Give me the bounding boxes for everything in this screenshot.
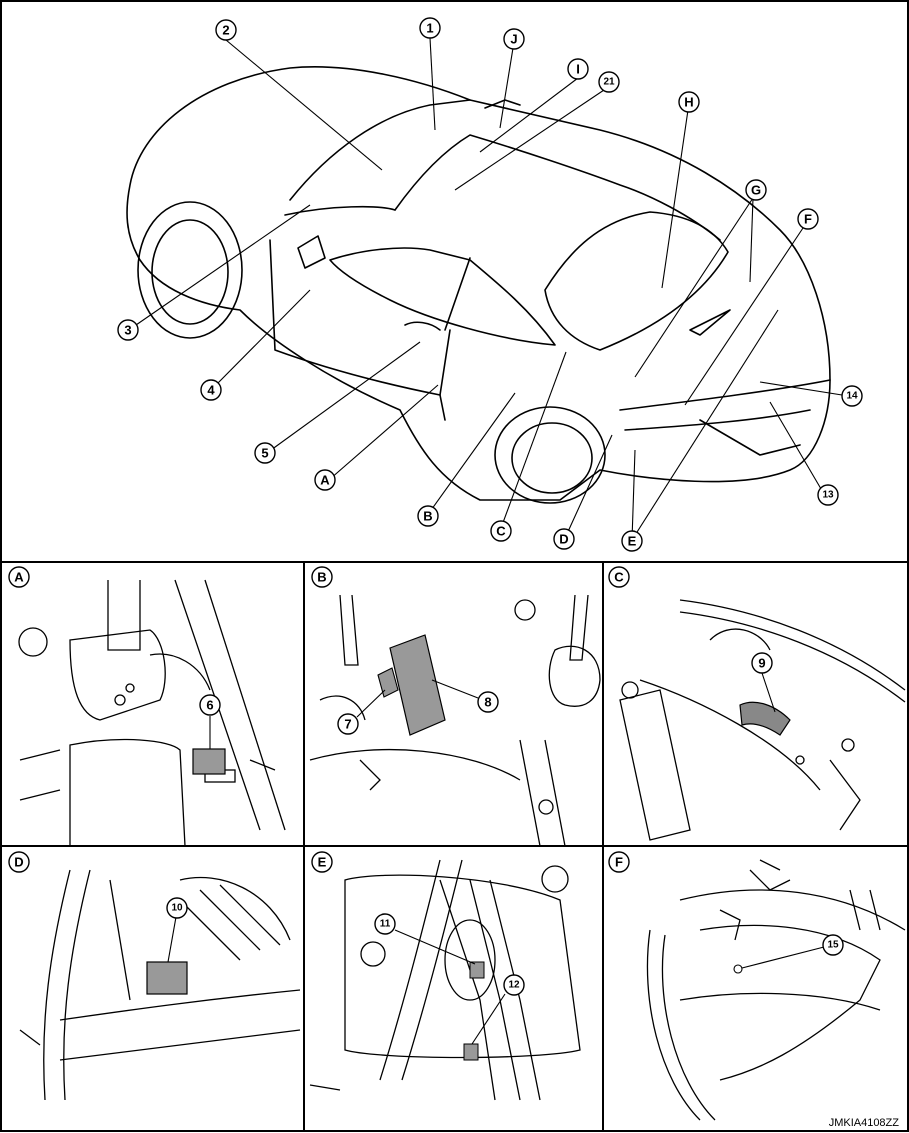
callout-G: G [745, 179, 767, 201]
svg-text:15: 15 [827, 940, 839, 951]
callout-9: 9 [751, 652, 773, 674]
svg-text:7: 7 [344, 717, 351, 732]
svg-text:H: H [684, 95, 693, 110]
svg-text:E: E [628, 534, 637, 549]
panel-d-letter: D [8, 851, 30, 873]
callout-4: 4 [200, 379, 222, 401]
panel-c-letter: C [608, 566, 630, 588]
svg-text:9: 9 [758, 656, 765, 671]
svg-text:12: 12 [508, 980, 520, 991]
panel-b-letter: B [311, 566, 333, 588]
svg-text:3: 3 [124, 323, 131, 338]
callout-13: 13 [817, 484, 839, 506]
svg-text:F: F [804, 212, 812, 227]
callout-12: 12 [503, 974, 525, 996]
callout-10: 10 [166, 897, 188, 919]
callout-7: 7 [337, 713, 359, 735]
svg-text:B: B [423, 509, 432, 524]
panel-d: D 10 [8, 851, 301, 1101]
callout-8: 8 [477, 691, 499, 713]
figure-id: JMKIA4108ZZ [828, 1117, 899, 1129]
callout-15: 15 [822, 934, 844, 956]
callout-E: E [621, 530, 643, 552]
callout-5: 5 [254, 442, 276, 464]
callout-11: 11 [374, 913, 396, 935]
callout-B: B [417, 505, 439, 527]
panel-f-connector-15 [733, 964, 743, 974]
svg-text:8: 8 [484, 695, 491, 710]
callout-14: 14 [841, 385, 863, 407]
panel-c-sensor-9 [739, 701, 791, 736]
main-leader-lines [135, 37, 843, 541]
callout-J: J [503, 28, 525, 50]
callout-A: A [314, 469, 336, 491]
svg-text:11: 11 [380, 919, 391, 930]
callout-3: 3 [117, 319, 139, 341]
panel-e: E 11 12 [309, 851, 581, 1101]
panel-a: A 6 [8, 566, 286, 847]
callout-I: I [567, 58, 589, 80]
svg-text:C: C [496, 524, 506, 539]
svg-text:D: D [559, 532, 568, 547]
callout-2: 2 [215, 19, 237, 41]
svg-text:J: J [510, 32, 517, 47]
svg-text:B: B [317, 570, 326, 585]
svg-text:A: A [320, 473, 330, 488]
callout-21: 21 [598, 71, 620, 93]
svg-text:14: 14 [846, 391, 858, 402]
panel-e-letter: E [311, 851, 333, 873]
panel-b-ecu-8 [389, 634, 446, 736]
callout-D: D [553, 528, 575, 550]
svg-text:G: G [751, 183, 761, 198]
callout-6: 6 [199, 694, 221, 716]
panel-f-letter: F [608, 851, 630, 873]
callout-H: H [678, 91, 700, 113]
svg-text:F: F [615, 855, 623, 870]
panel-b: B 7 8 [309, 566, 601, 847]
panel-c: C 9 [608, 566, 906, 841]
svg-text:21: 21 [603, 77, 615, 88]
callout-1: 1 [419, 17, 441, 39]
svg-text:6: 6 [206, 698, 213, 713]
car-illustration [126, 66, 831, 504]
panel-a-letter: A [8, 566, 30, 588]
svg-text:E: E [318, 855, 327, 870]
svg-text:10: 10 [171, 903, 183, 914]
svg-text:I: I [576, 62, 580, 77]
panel-e-connector-11 [469, 961, 485, 979]
svg-text:2: 2 [222, 23, 229, 38]
svg-text:4: 4 [207, 383, 215, 398]
svg-text:D: D [14, 855, 23, 870]
svg-text:A: A [14, 570, 24, 585]
panel-e-connector-12 [463, 1043, 479, 1061]
panel-d-module-10 [146, 961, 188, 995]
panel-a-module-6 [192, 748, 226, 775]
svg-text:13: 13 [822, 490, 834, 501]
svg-text:1: 1 [426, 21, 433, 36]
panel-f: F 15 [608, 851, 906, 1121]
svg-text:5: 5 [261, 446, 268, 461]
callout-C: C [490, 520, 512, 542]
callout-F: F [797, 208, 819, 230]
svg-text:C: C [614, 570, 624, 585]
